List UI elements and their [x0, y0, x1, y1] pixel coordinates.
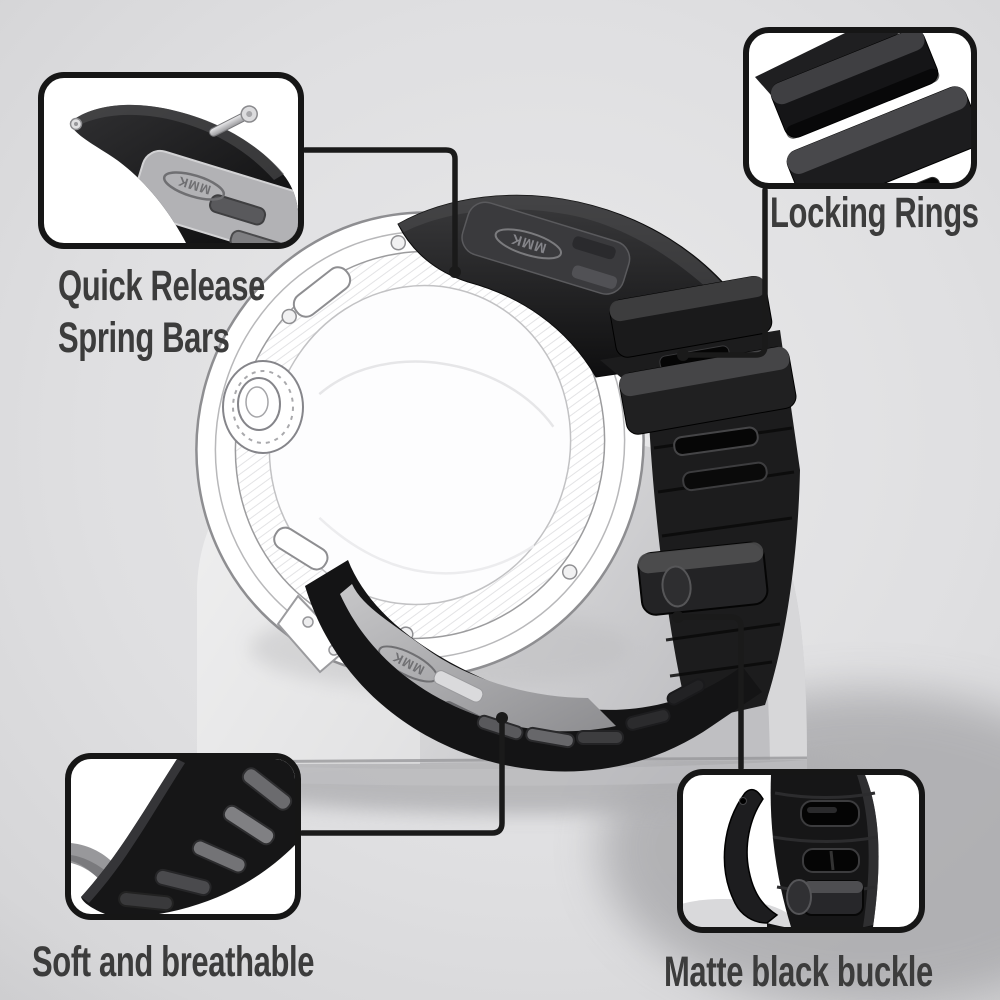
buckle-pin	[786, 879, 864, 916]
top-strap-logo-panel: MMK	[461, 201, 631, 295]
right-strap	[600, 275, 800, 722]
tip-pin	[69, 117, 83, 131]
connector-soft-breathable	[299, 717, 505, 836]
connector-dot-soft-breathable	[496, 712, 508, 724]
label-quick-release-line1: Quick Release	[58, 262, 266, 310]
locking-rings-closeup	[755, 33, 971, 183]
side-pushers	[273, 266, 352, 571]
buckle-frame	[723, 788, 873, 927]
vent-slots	[476, 678, 706, 749]
connector-dot-locking-rings	[677, 349, 689, 361]
callout-box-locking-rings	[743, 27, 977, 189]
connector-locking-rings	[683, 187, 768, 358]
spring-bar-closeup: MMK	[69, 104, 298, 243]
connector-quick-release	[302, 147, 458, 272]
buckle-keeper	[637, 541, 769, 616]
spring-bar-pin	[209, 105, 258, 137]
callout-box-soft-breathable	[65, 753, 301, 920]
locking-ring-1	[609, 275, 773, 358]
label-locking-rings: Locking Rings	[770, 189, 979, 237]
locking-ring-2	[619, 346, 797, 435]
label-soft-breathable: Soft and breathable	[32, 938, 315, 986]
connector-dot-matte-buckle	[672, 611, 684, 623]
connector-matte-buckle	[676, 614, 744, 771]
label-quick-release: Quick Release Spring Bars	[58, 260, 265, 364]
label-quick-release-line2: Spring Bars	[58, 314, 230, 363]
crown	[222, 360, 304, 454]
label-matte-buckle: Matte black buckle	[664, 948, 933, 996]
bottom-strap: MMK	[305, 560, 762, 772]
callout-box-quick-release: MMK	[38, 72, 304, 249]
connector-dot-quick-release	[449, 266, 461, 278]
breathable-strap-closeup	[71, 759, 295, 914]
callout-box-matte-buckle	[677, 769, 925, 933]
watch-caseback	[195, 211, 645, 679]
buckle-closeup	[683, 775, 879, 927]
